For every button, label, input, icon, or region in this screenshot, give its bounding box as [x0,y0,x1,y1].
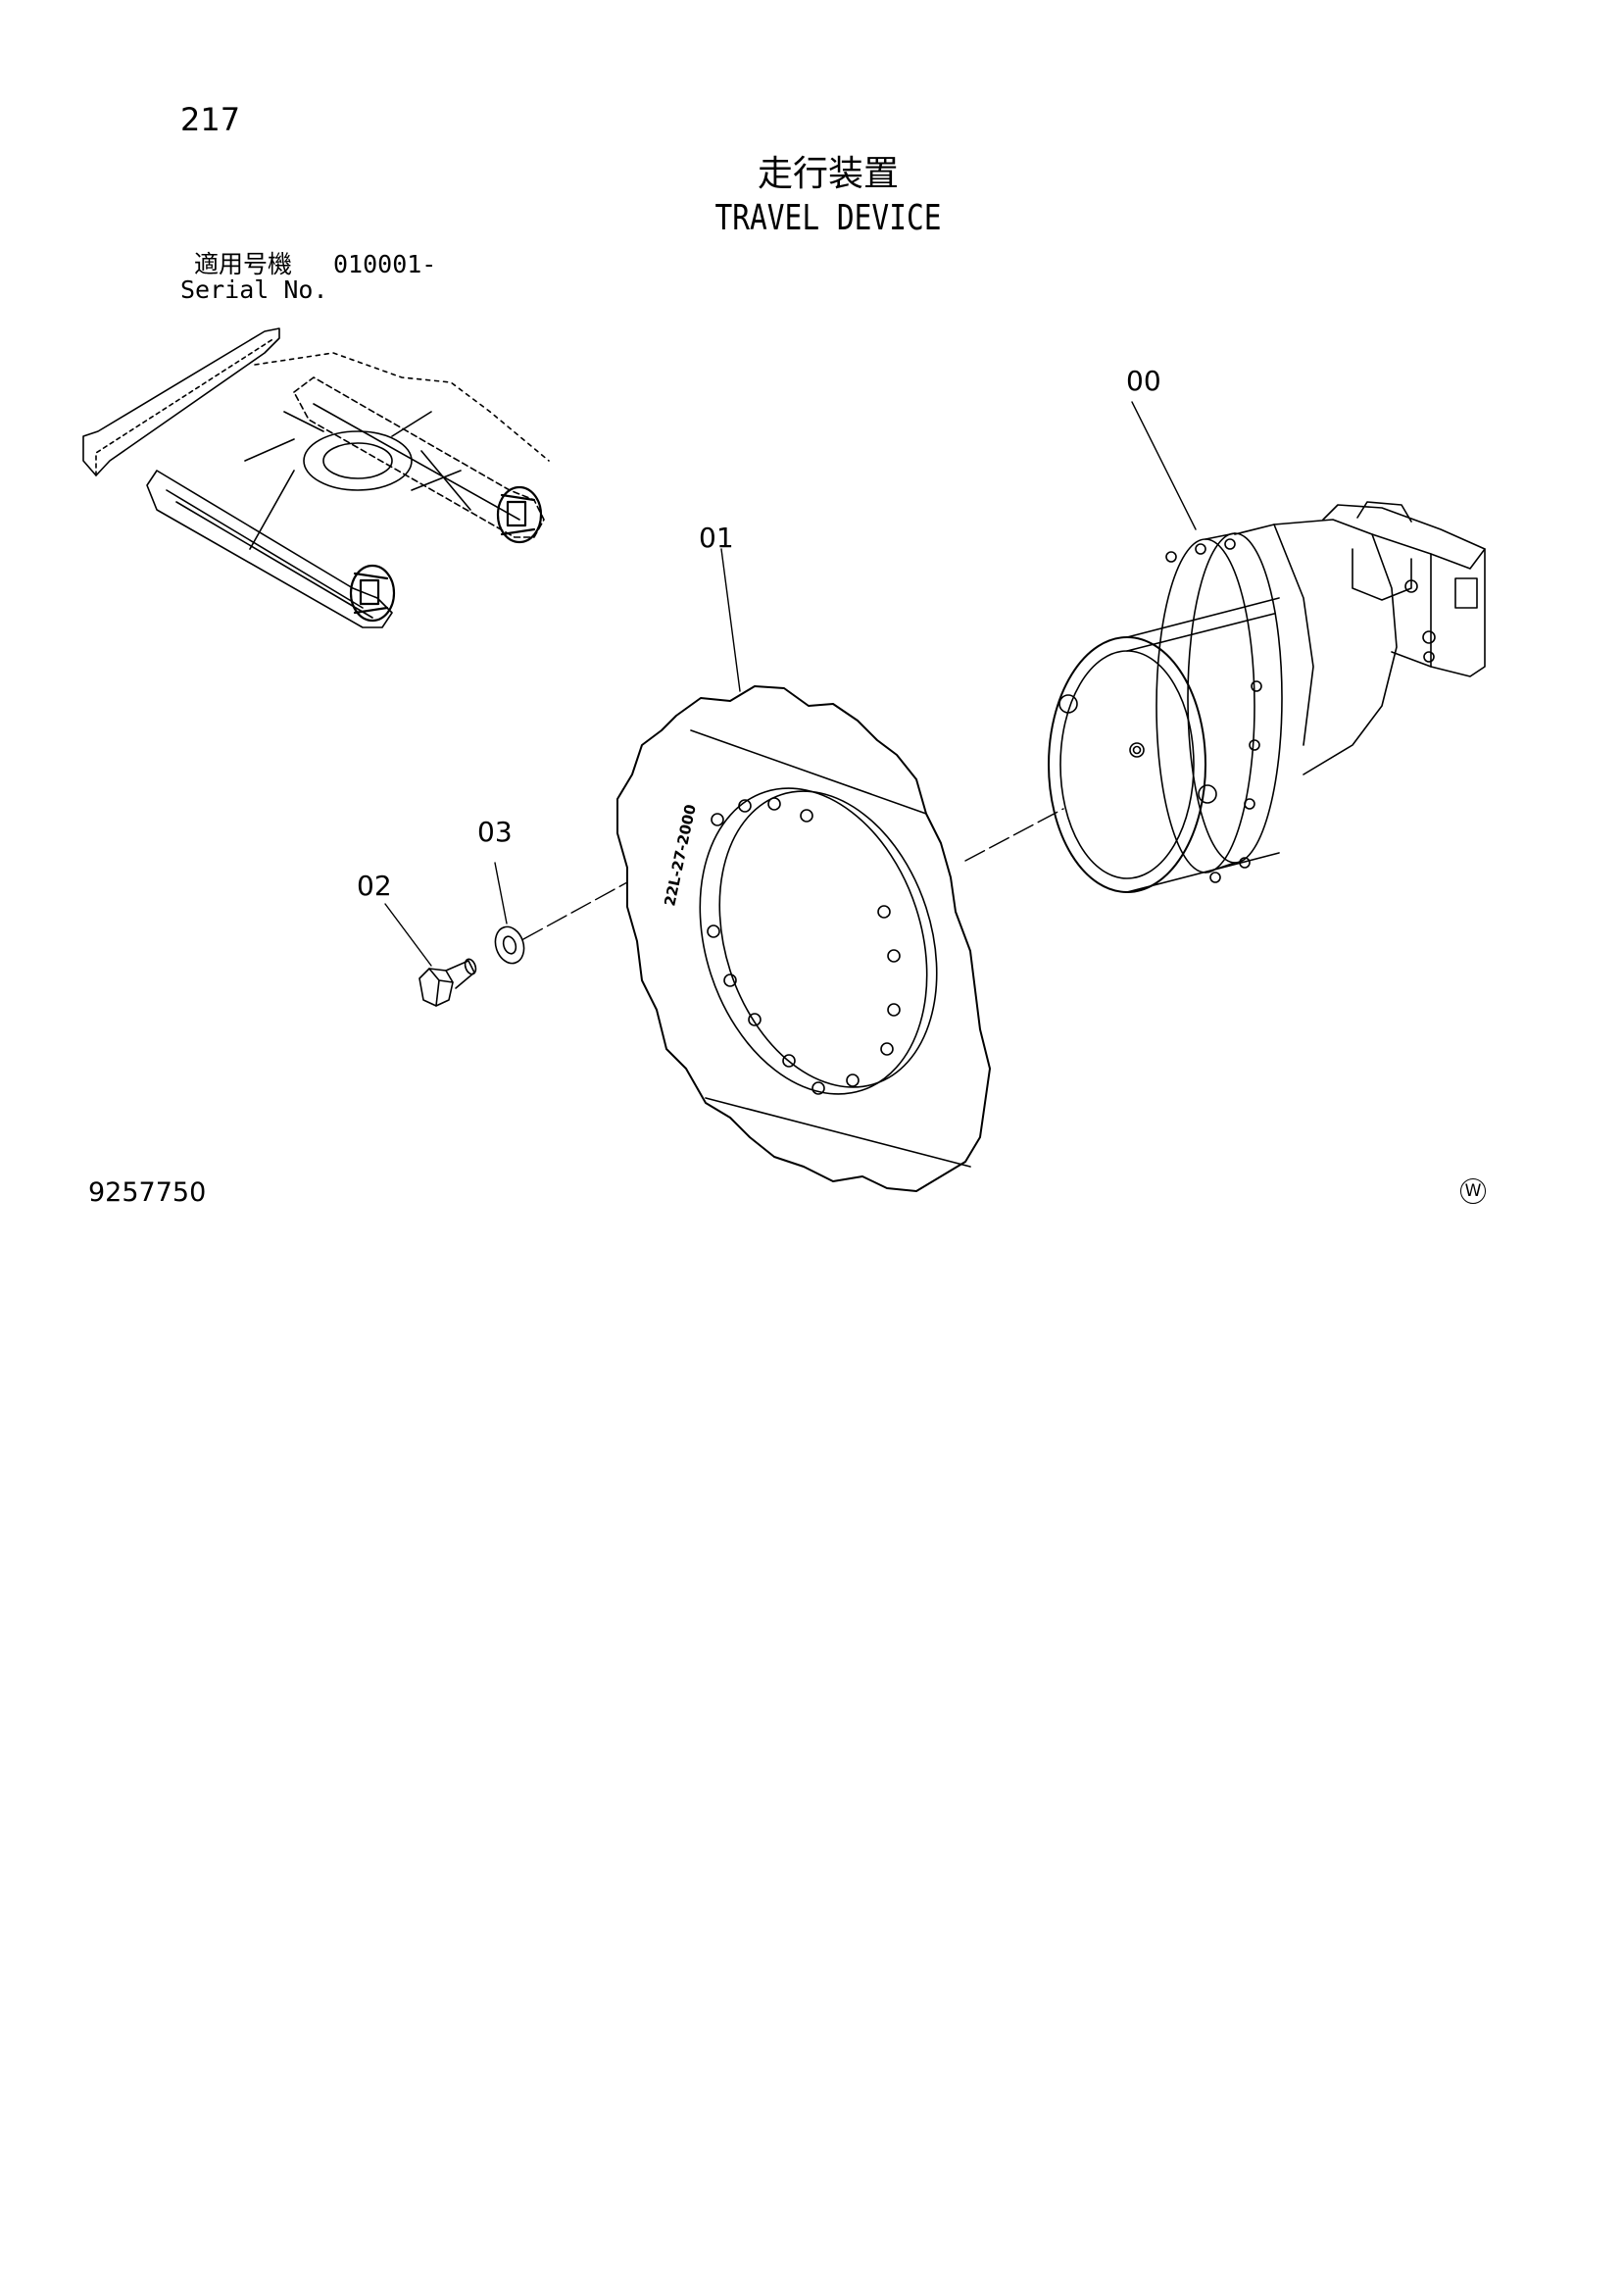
serial-label-japanese: 適用号機 [194,250,293,278]
sprocket-part-01 [616,685,991,1192]
bolt-part-02 [418,958,477,1007]
callout-01: 01 [699,522,734,554]
serial-value: 010001- [333,250,437,278]
washer-part-03 [494,925,525,965]
callout-02: 02 [357,870,392,902]
leader-lines [384,401,1197,967]
circled-w-mark: W [1460,1178,1486,1204]
page-number: 217 [180,101,241,138]
serial-label-english: Serial No. [180,275,328,304]
callout-00: 00 [1126,365,1161,397]
sprocket-marking-text: 22L-27-2000 [661,803,700,908]
travel-motor-part-00 [1048,501,1486,893]
title-english: TRAVEL DEVICE [714,198,942,238]
title-japanese: 走行装置 [757,154,899,194]
callout-03: 03 [477,816,513,848]
undercarriage-sketch [82,327,550,628]
reference-code: 9257750 [88,1177,207,1208]
